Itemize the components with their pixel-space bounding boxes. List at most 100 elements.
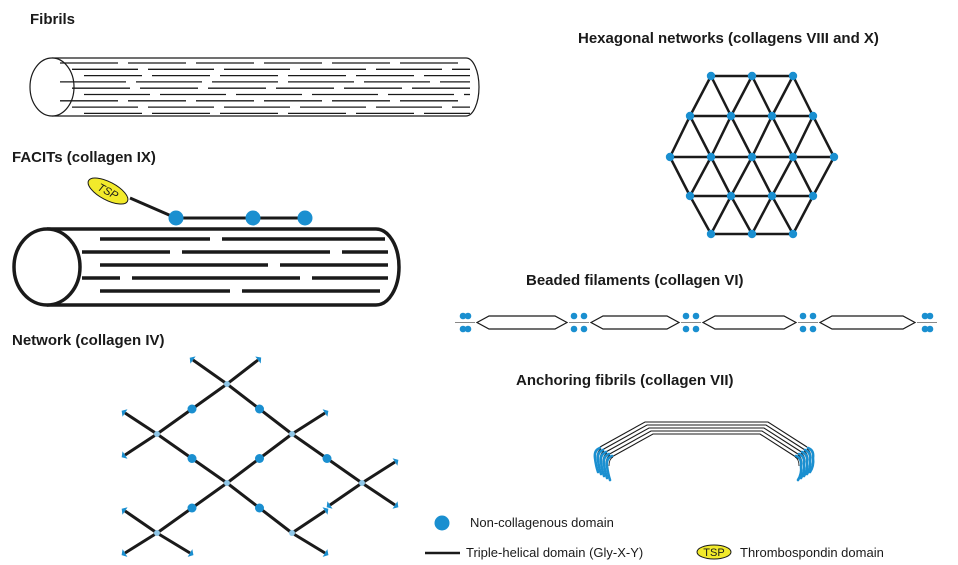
network-triple-helix bbox=[361, 460, 396, 485]
beaded-nc-domain bbox=[580, 325, 588, 333]
beaded-tetramer bbox=[701, 315, 798, 330]
hex-nc-domain bbox=[747, 229, 757, 239]
facit-nc-domain bbox=[297, 210, 313, 226]
anchoring-triple-helix bbox=[605, 430, 802, 457]
anchoring-nc-domain bbox=[800, 450, 809, 478]
network-triple-helix bbox=[124, 432, 158, 457]
hex-triple-helix bbox=[770, 195, 795, 235]
beaded-nc-domain bbox=[809, 312, 817, 320]
anchoring-triple-helix bbox=[603, 427, 804, 454]
facit-fibril-end-cap bbox=[12, 227, 82, 307]
network-junction bbox=[224, 381, 230, 387]
network-triple-helix bbox=[192, 358, 228, 386]
hex-nc-domain bbox=[747, 152, 757, 162]
network-7s-domain bbox=[392, 501, 399, 509]
hex-nc-domain bbox=[808, 111, 818, 121]
beaded-nc-domain bbox=[921, 312, 929, 320]
hex-nc-domain bbox=[788, 152, 798, 162]
fibril-outline bbox=[52, 57, 480, 117]
network-triple-helix bbox=[291, 531, 326, 555]
anchoring-title: Anchoring fibrils (collagen VII) bbox=[516, 372, 734, 389]
network-title: Network (collagen IV) bbox=[12, 332, 165, 349]
network-7s-domain bbox=[121, 451, 128, 459]
network-triple-helix bbox=[156, 531, 191, 555]
anchoring-nc-domain bbox=[602, 452, 611, 480]
network-7s-domain bbox=[322, 549, 329, 557]
hex-nc-domain bbox=[685, 111, 695, 121]
network-nc-domain bbox=[187, 503, 197, 513]
fibrils-title: Fibrils bbox=[30, 11, 75, 28]
beaded-nc-domain bbox=[799, 325, 807, 333]
hex-triple-helix bbox=[668, 115, 692, 158]
hex-nc-domain bbox=[767, 191, 777, 201]
facit-nc-domain bbox=[168, 210, 184, 226]
anchoring-nc-domain bbox=[797, 452, 806, 480]
legend-tsp-marker bbox=[696, 544, 732, 560]
hex-nc-domain bbox=[788, 71, 798, 81]
facit-illustration: TSP bbox=[12, 177, 401, 307]
hex-triple-helix bbox=[770, 75, 795, 117]
network-junction bbox=[154, 530, 160, 536]
network-7s-domain bbox=[121, 507, 128, 515]
network-nc-domain bbox=[322, 454, 332, 463]
network-7s-domain bbox=[121, 409, 128, 417]
network-7s-domain bbox=[322, 409, 329, 417]
hex-triple-helix bbox=[770, 115, 795, 158]
beaded-nc-domain bbox=[692, 325, 700, 333]
beaded-nc-domain bbox=[809, 325, 817, 333]
network-triple-helix bbox=[124, 509, 158, 535]
beaded-nc-domain bbox=[682, 325, 690, 333]
legend-noncollagenous: Non-collagenous domain bbox=[470, 515, 614, 530]
anchoring-nc-domain bbox=[605, 454, 614, 482]
anchoring-illustration bbox=[593, 421, 815, 482]
hex-triple-helix bbox=[729, 75, 754, 117]
legend-triple-helical: Triple-helical domain (Gly-X-Y) bbox=[466, 545, 643, 560]
network-junction bbox=[359, 480, 365, 486]
beaded-title: Beaded filaments (collagen VI) bbox=[526, 272, 744, 289]
anchoring-nc-domain bbox=[803, 448, 812, 476]
hex-triple-helix bbox=[668, 156, 692, 197]
network-7s-domain bbox=[255, 356, 262, 364]
network-triple-helix bbox=[291, 411, 326, 436]
facit-tsp-domain: TSP bbox=[87, 177, 129, 205]
beaded-nc-domain bbox=[580, 312, 588, 320]
hex-nc-domain bbox=[726, 191, 736, 201]
hex-triple-helix bbox=[811, 156, 836, 197]
anchoring-triple-helix bbox=[599, 421, 808, 448]
anchoring-nc-domain bbox=[806, 446, 815, 474]
hexagonal-illustration bbox=[665, 71, 839, 239]
hex-triple-helix bbox=[791, 156, 815, 197]
hex-triple-helix bbox=[709, 115, 733, 158]
beaded-nc-domain bbox=[459, 312, 467, 320]
hex-nc-domain bbox=[726, 111, 736, 121]
hex-triple-helix bbox=[688, 195, 713, 235]
hex-triple-helix bbox=[750, 195, 774, 235]
legend-thrombospondin: Thrombospondin domain bbox=[740, 545, 884, 560]
beaded-nc-domain bbox=[459, 325, 467, 333]
anchoring-triple-helix bbox=[601, 424, 806, 451]
hex-triple-helix bbox=[709, 156, 733, 197]
hex-nc-domain bbox=[767, 111, 777, 121]
fibril-end-cap bbox=[29, 57, 75, 117]
network-triple-helix bbox=[124, 411, 158, 436]
beaded-nc-domain bbox=[570, 325, 578, 333]
hex-triple-helix bbox=[729, 115, 754, 158]
hex-triple-helix bbox=[750, 156, 774, 197]
anchoring-nc-domain bbox=[596, 448, 605, 476]
network-nc-domain bbox=[255, 454, 264, 463]
beaded-nc-domain bbox=[921, 325, 929, 333]
hex-triple-helix bbox=[709, 75, 733, 117]
hex-triple-helix bbox=[791, 115, 815, 158]
hex-nc-domain bbox=[706, 229, 716, 239]
anchoring-nc-outline bbox=[608, 456, 614, 467]
hex-nc-domain bbox=[706, 71, 716, 81]
network-7s-domain bbox=[326, 501, 333, 509]
anchoring-triple-helix bbox=[607, 433, 800, 460]
network-7s-domain bbox=[121, 549, 128, 557]
network-junction bbox=[289, 530, 295, 536]
hex-triple-helix bbox=[750, 115, 774, 158]
beaded-tetramer bbox=[818, 315, 917, 330]
beaded-nc-domain bbox=[799, 312, 807, 320]
network-junction bbox=[224, 480, 230, 486]
hex-nc-domain bbox=[788, 229, 798, 239]
